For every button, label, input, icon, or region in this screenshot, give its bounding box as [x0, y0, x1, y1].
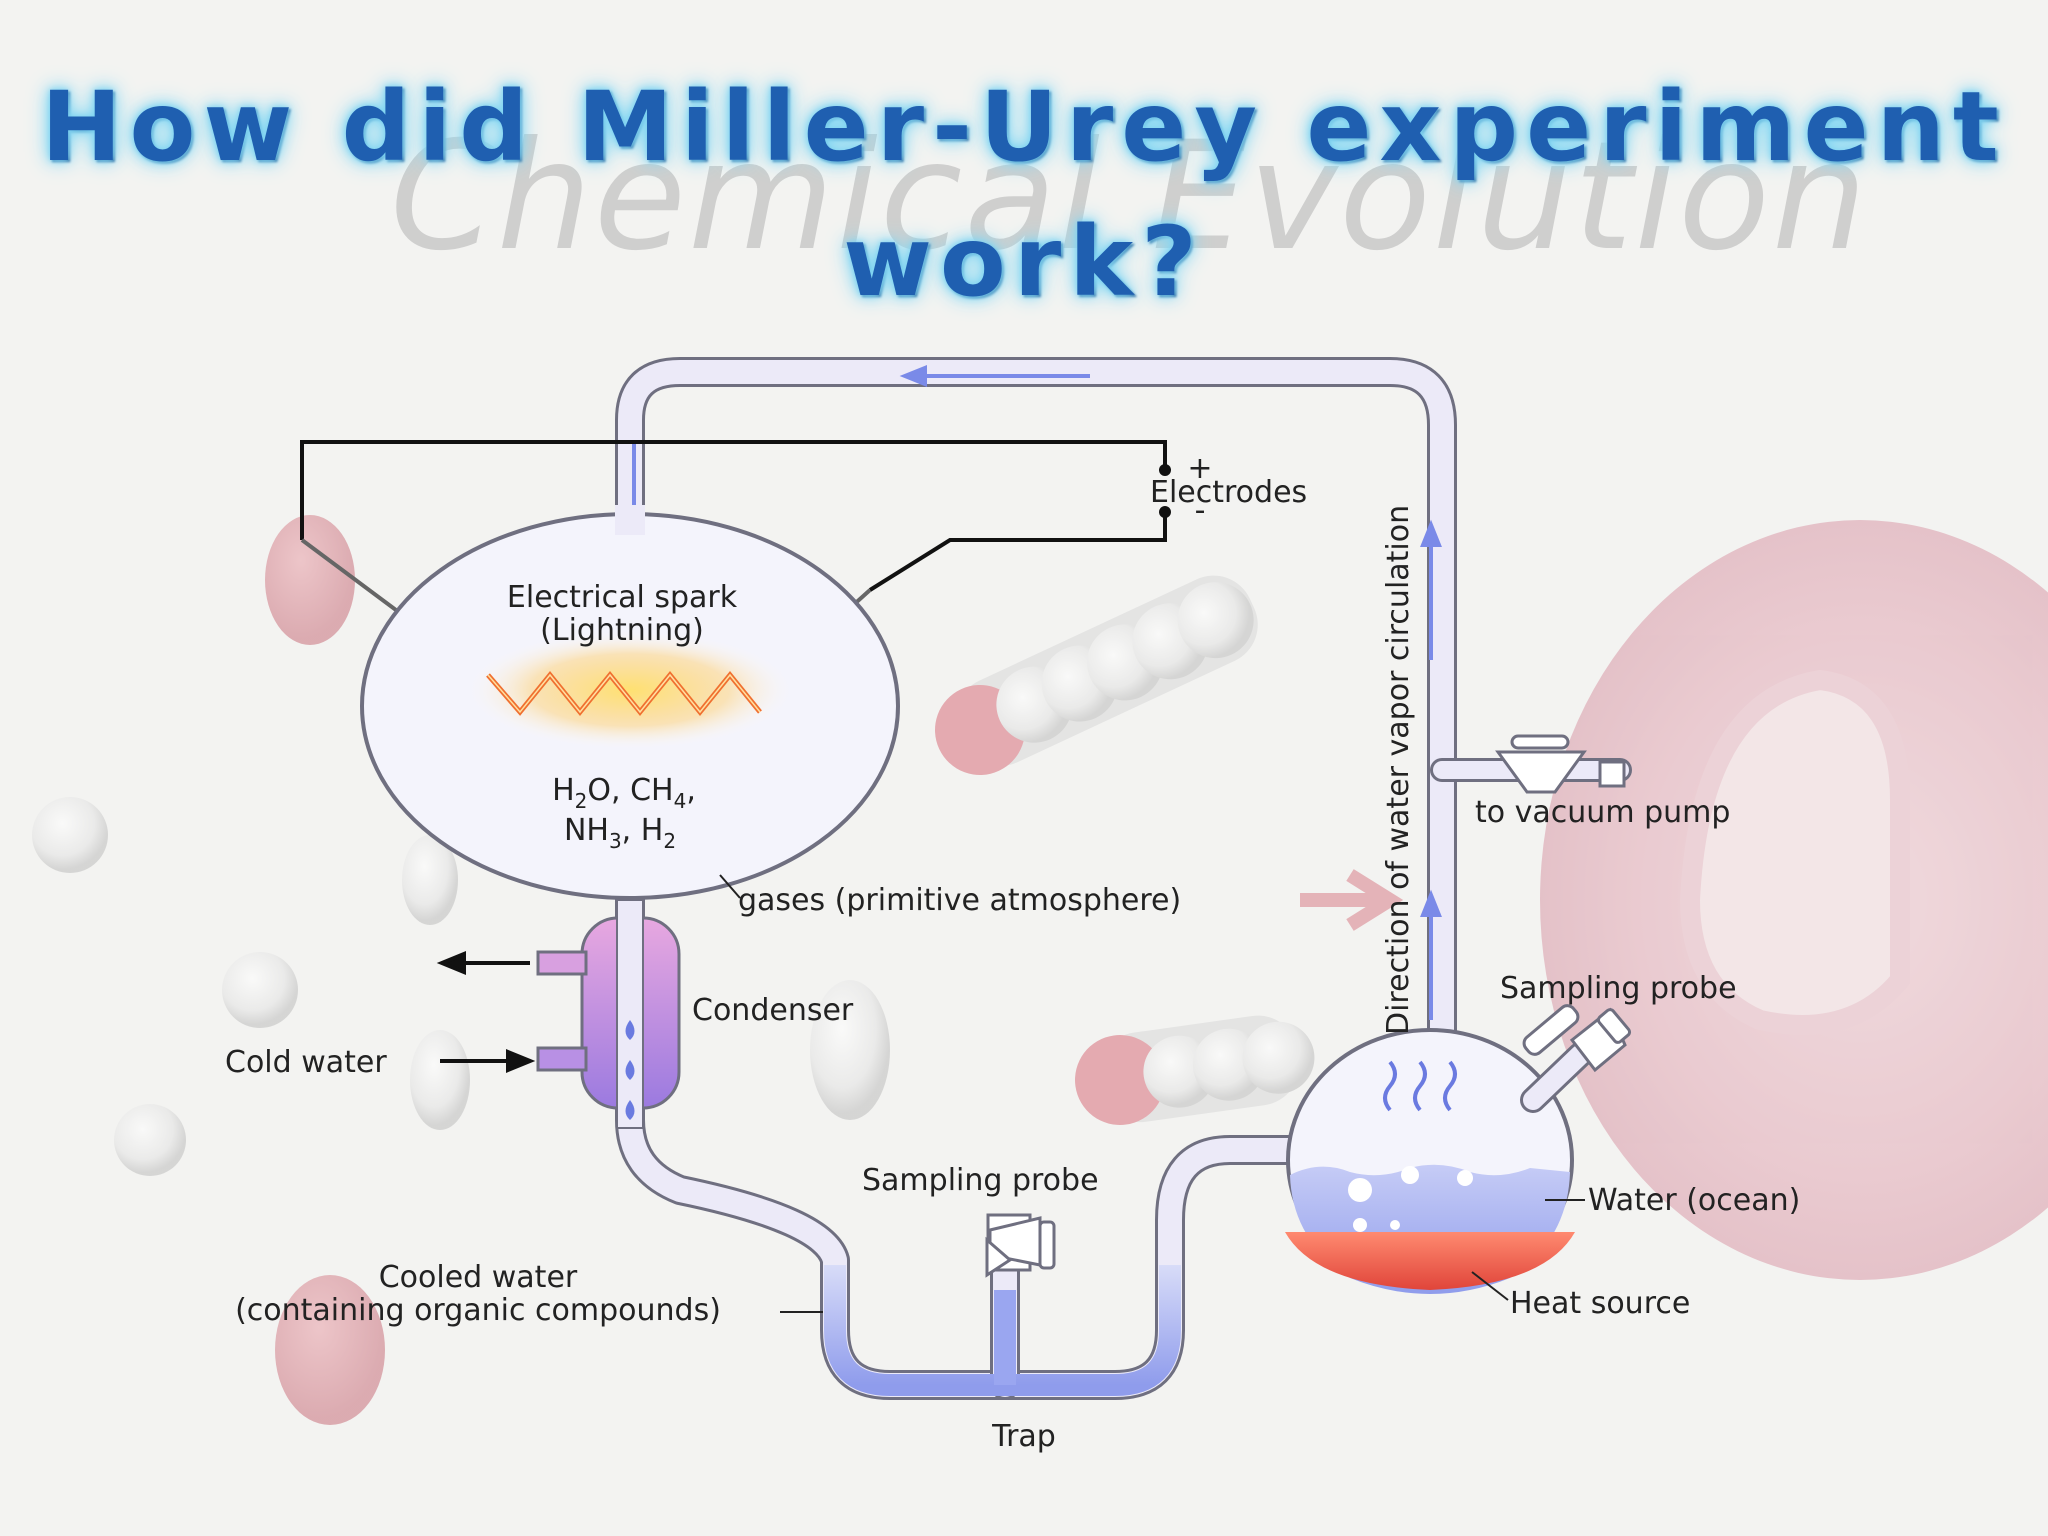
- electrode-terminal-minus: [1159, 506, 1171, 518]
- label-gases-formula-line1: H2O, CH4,: [552, 773, 696, 813]
- label-cold-water: Cold water: [225, 1045, 387, 1080]
- heat-source: [1285, 1232, 1575, 1290]
- label-gases-primitive-atmosphere: gases (primitive atmosphere): [738, 883, 1181, 918]
- bead: [32, 797, 108, 873]
- slide-title: How did Miller-Urey experiment work?: [41, 71, 2007, 318]
- leader-lines: [719, 874, 1585, 1313]
- label-electrodes: Electrodes: [1150, 475, 1307, 510]
- bead: [810, 980, 890, 1120]
- label-minus-sign: -: [1195, 493, 1206, 528]
- watermark-text: Chemical Evolution: [390, 110, 1870, 284]
- label-sampling-probe-center: Sampling probe: [862, 1163, 1099, 1198]
- label-direction-of-circulation: Direction of water vapor circulation: [1381, 505, 1416, 1035]
- red-bead: [275, 1275, 385, 1425]
- right-sampling-probe: [1522, 1004, 1632, 1073]
- center-sampling-probe: [985, 1213, 1056, 1278]
- label-organic-compounds: (containing organic compounds): [235, 1293, 721, 1328]
- red-bead: [265, 515, 355, 645]
- label-trap: Trap: [991, 1419, 1056, 1454]
- protein-chain: [935, 575, 1258, 775]
- label-sampling-probe-right: Sampling probe: [1500, 971, 1737, 1006]
- bead: [222, 952, 298, 1028]
- label-cooled-water: Cooled water: [379, 1260, 578, 1295]
- bead: [114, 1104, 186, 1176]
- label-gases-formula-line2: NH3, H2: [564, 813, 676, 853]
- bead: [410, 1030, 470, 1130]
- faded-arrow: [1300, 869, 1404, 931]
- spark-glow: [465, 630, 795, 750]
- cell-inner-shape: [1679, 669, 1910, 1035]
- condenser: [536, 899, 681, 1129]
- label-water-ocean: Water (ocean): [1588, 1183, 1800, 1218]
- label-vacuum-pump: to vacuum pump: [1475, 795, 1730, 830]
- reaction-flask-neck: [615, 505, 645, 535]
- protein-chain: [1075, 1015, 1315, 1125]
- electrode-terminal-plus: [1159, 464, 1171, 476]
- label-electrical-spark: Electrical spark: [507, 580, 738, 615]
- vacuum-stopcock: [1495, 734, 1626, 794]
- label-plus-sign: +: [1187, 451, 1212, 486]
- label-condenser: Condenser: [692, 993, 854, 1028]
- label-heat-source: Heat source: [1510, 1286, 1690, 1321]
- label-lightning: (Lightning): [540, 613, 704, 648]
- cold-water-arrows: [436, 951, 536, 1073]
- spark-zigzag-inner: [487, 673, 761, 714]
- bead: [402, 835, 458, 925]
